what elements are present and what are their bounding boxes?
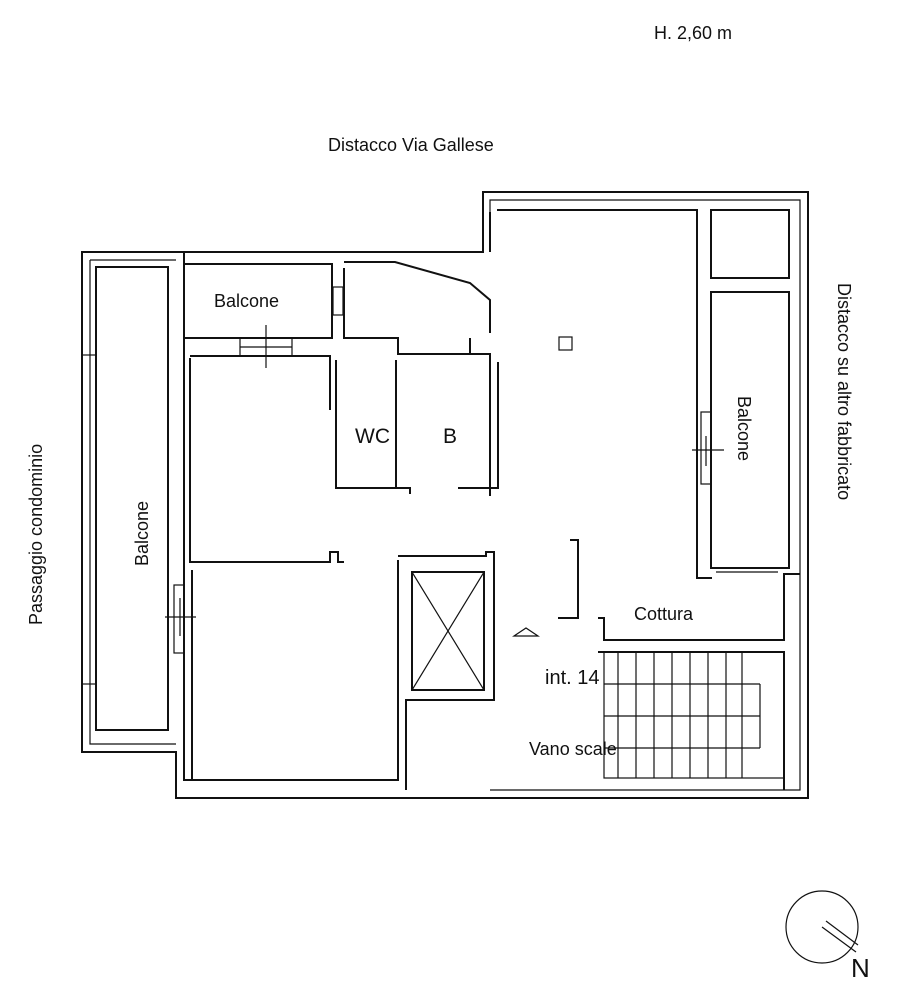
vano-scale-label: Vano scale	[529, 739, 617, 759]
staircase	[603, 651, 785, 779]
distacco-top-label: Distacco Via Gallese	[328, 135, 494, 155]
entrance-arrow-icon	[512, 627, 540, 637]
bath-label: B	[443, 425, 457, 448]
top-balcony	[183, 263, 344, 368]
balcone-left-label: Balcone	[132, 501, 152, 566]
compass-icon	[785, 890, 859, 964]
right-balcony	[692, 209, 790, 573]
elevator-shaft	[411, 571, 485, 691]
chimney-marker	[558, 336, 573, 351]
cottura-label: Cottura	[634, 604, 694, 624]
interior-walls	[183, 209, 800, 790]
left-balcony	[82, 266, 196, 731]
height-label: H. 2,60 m	[654, 23, 732, 43]
compass-north-label: N	[851, 953, 870, 983]
balcone-top-label: Balcone	[214, 291, 279, 311]
distacco-right-label: Distacco su altro fabbricato	[834, 283, 854, 500]
wc-label: WC	[355, 425, 390, 448]
interno-label: int. 14	[545, 667, 599, 689]
balcone-right-label: Balcone	[734, 396, 754, 461]
passaggio-left-label: Passaggio condominio	[26, 444, 46, 625]
